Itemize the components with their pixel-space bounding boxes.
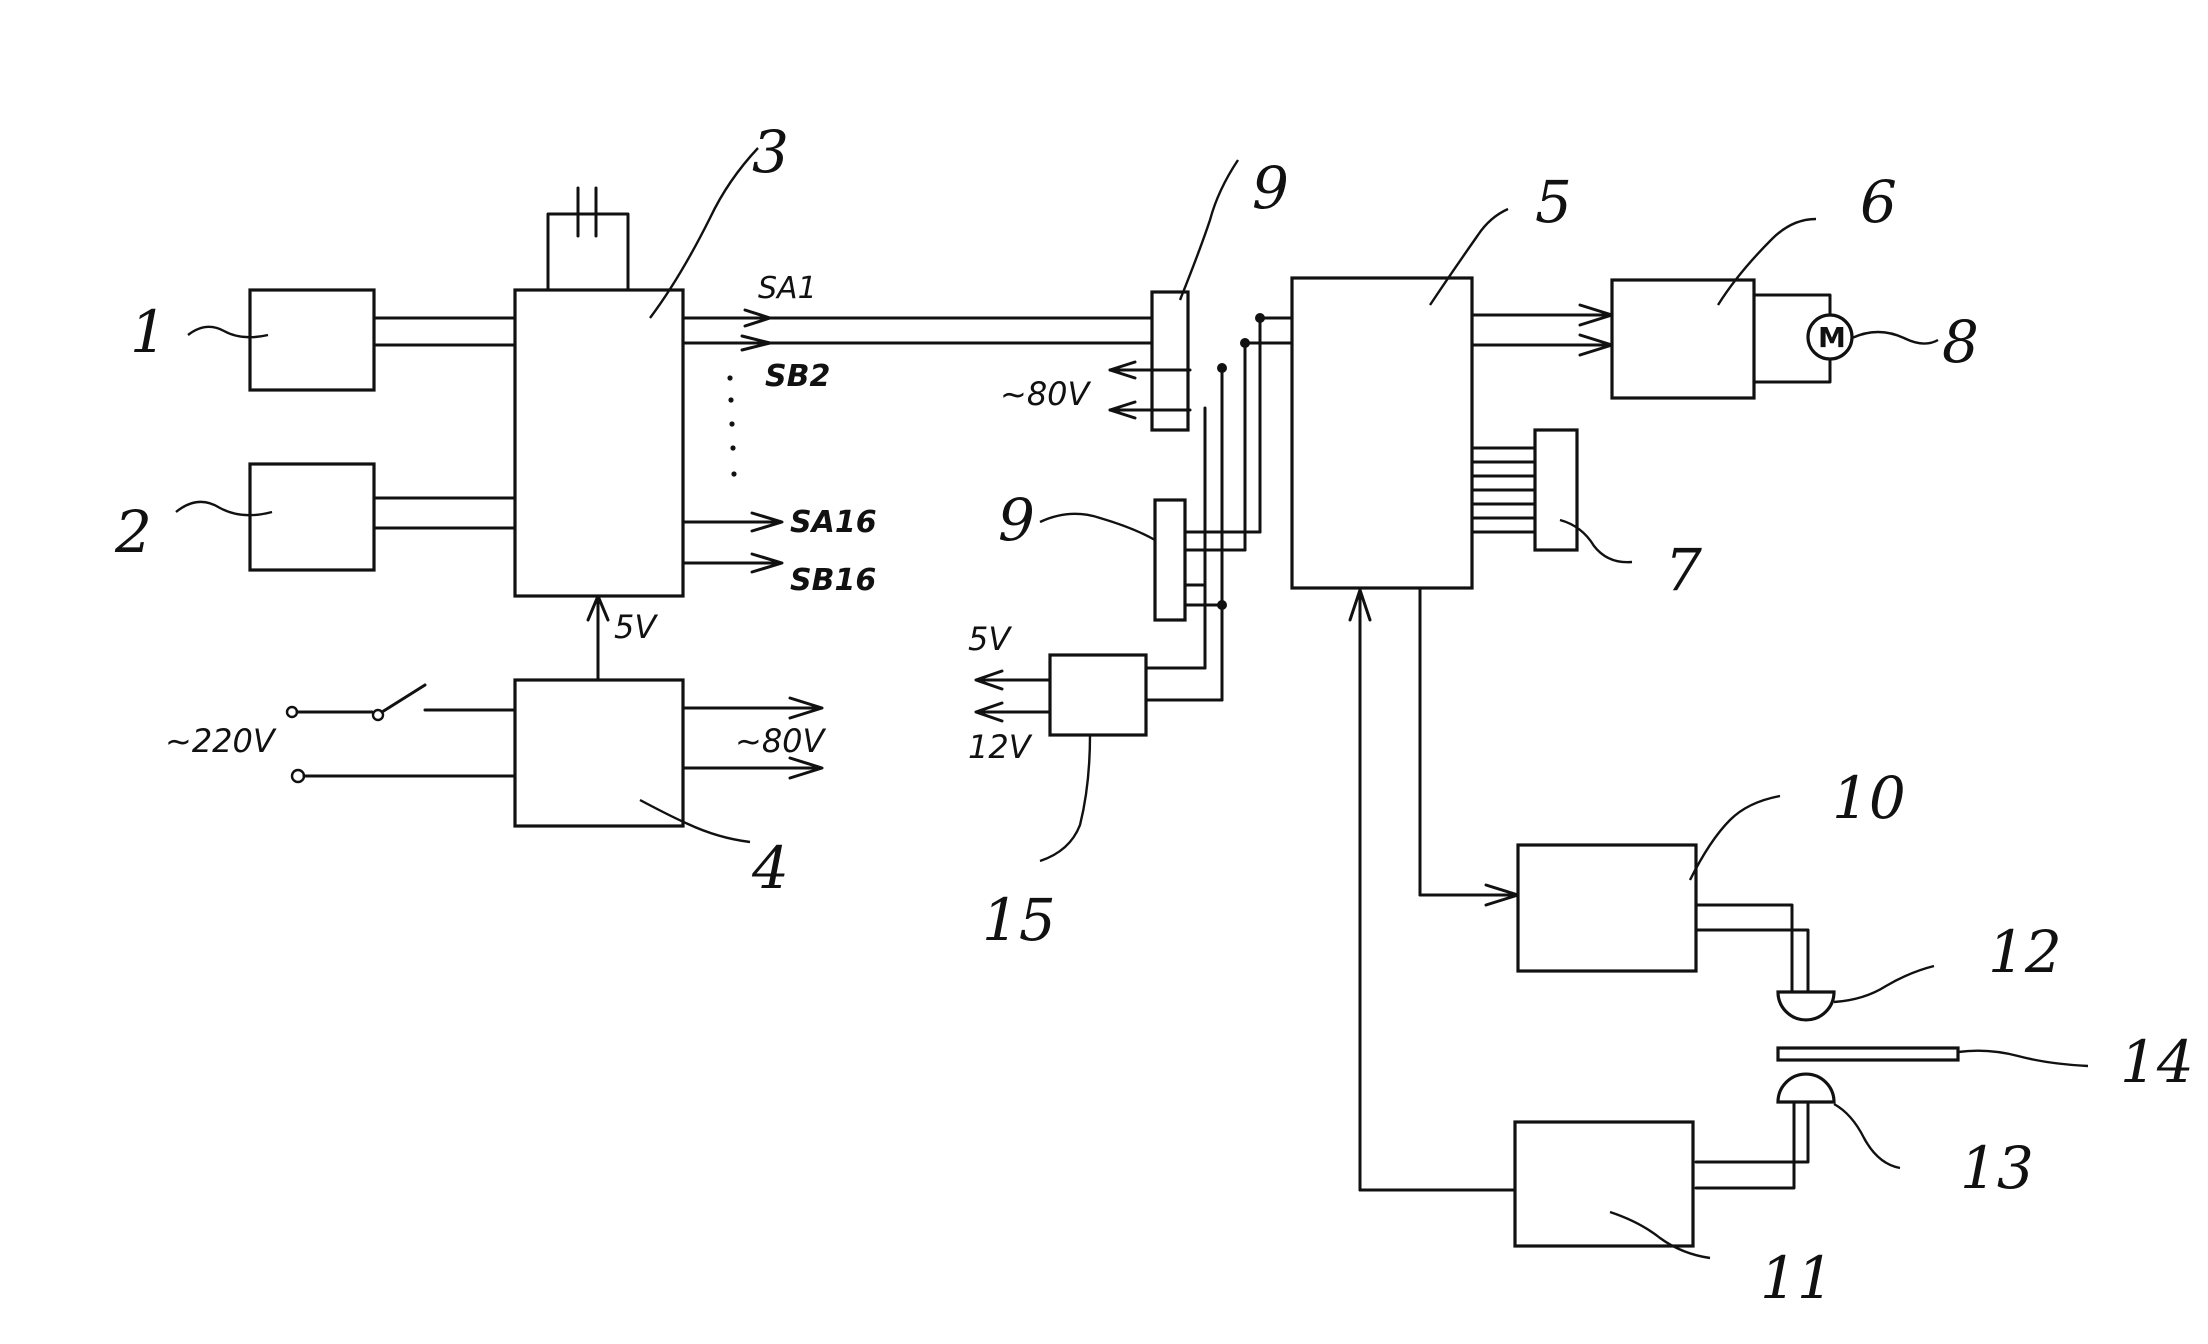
block-11 [1513, 1120, 1695, 1248]
receiver-13 [1776, 1072, 1836, 1104]
block-15 [1048, 653, 1148, 737]
signal-sa1: SA1 [758, 271, 817, 306]
label-2: 2 [114, 498, 152, 566]
voltage-5v-aux: 5V [968, 620, 1012, 658]
voltage-80v-out: ~80V [735, 722, 827, 760]
emitter-12 [1776, 990, 1836, 1022]
label-8: 8 [1942, 308, 1979, 376]
label-7: 7 [1665, 536, 1702, 604]
label-13: 13 [1960, 1134, 2034, 1202]
block-5 [1290, 276, 1474, 590]
label-4: 4 [751, 834, 789, 902]
label-9-bottom: 9 [998, 486, 1035, 554]
signal-sa16: SA16 [790, 505, 877, 540]
voltage-5v-main: 5V [614, 608, 658, 646]
signal-sb2: SB2 [765, 359, 830, 394]
voltage-220v: ~220V [165, 722, 277, 760]
block-4 [513, 678, 685, 828]
block-2 [248, 462, 376, 572]
label-3: 3 [752, 118, 789, 186]
block-6 [1610, 278, 1756, 400]
label-15: 15 [982, 886, 1056, 954]
connector-9-bottom [1153, 498, 1187, 622]
label-11: 11 [1760, 1244, 1834, 1312]
label-12: 12 [1988, 918, 2062, 986]
object-14 [1776, 1046, 1960, 1062]
block-3 [513, 288, 685, 598]
label-9-top: 9 [1252, 154, 1289, 222]
label-5: 5 [1535, 168, 1572, 236]
voltage-12v-aux: 12V [968, 728, 1033, 766]
motor-symbol: M [1818, 321, 1846, 354]
label-1: 1 [130, 298, 167, 366]
connector-9-top [1150, 290, 1190, 432]
label-6: 6 [1860, 168, 1897, 236]
signal-sb16: SB16 [790, 563, 876, 598]
block-1 [248, 288, 376, 392]
label-14: 14 [2120, 1028, 2194, 1096]
voltage-80v-connector: ~80V [1000, 375, 1092, 413]
block-10 [1516, 843, 1698, 973]
label-10: 10 [1832, 764, 1906, 832]
display-7 [1533, 428, 1579, 552]
